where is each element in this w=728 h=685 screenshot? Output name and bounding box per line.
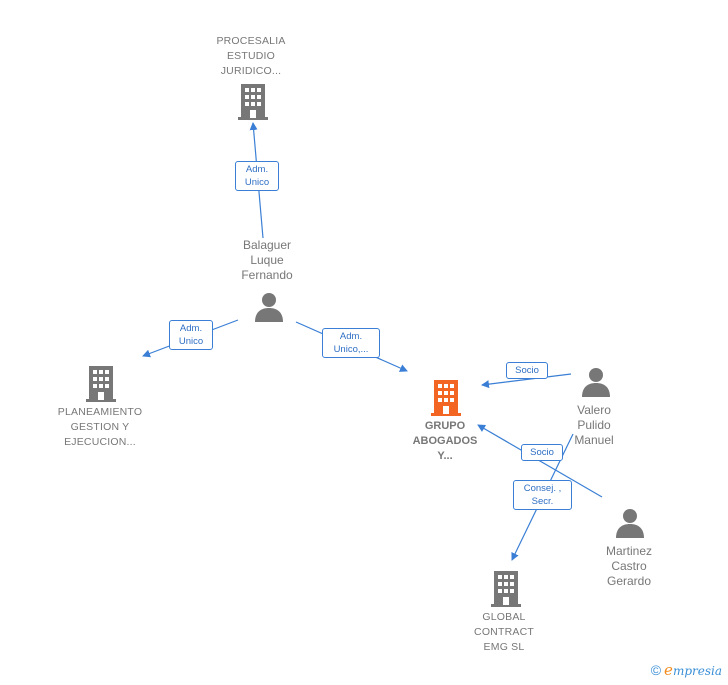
person-icon xyxy=(616,509,644,538)
relation-label-adm-unico[interactable]: Adm. Unico xyxy=(169,320,213,350)
person-node-balaguer[interactable] xyxy=(253,291,285,328)
copyright-symbol: © xyxy=(650,662,662,678)
company-node-planeamiento[interactable] xyxy=(84,364,118,407)
building-icon xyxy=(431,380,461,416)
company-label-procesalia[interactable]: PROCESALIA ESTUDIO JURIDICO... xyxy=(216,35,286,77)
building-icon xyxy=(86,366,116,402)
edge-valero-grupo xyxy=(481,373,572,389)
person-icon xyxy=(255,293,283,322)
building-icon xyxy=(238,84,268,120)
company-node-global-contract[interactable] xyxy=(489,569,523,612)
relation-label-adm-unico-more[interactable]: Adm. Unico,... xyxy=(322,328,380,358)
building-icon xyxy=(491,571,521,607)
company-label-global-contract[interactable]: GLOBAL CONTRACT EMG SL xyxy=(474,611,534,653)
person-icon xyxy=(582,368,610,397)
empresia-copyright[interactable]: © empresia xyxy=(651,661,722,679)
person-label-balaguer[interactable]: Balaguer Luque Fernando xyxy=(241,238,293,282)
relation-label-consej-secr[interactable]: Consej. , Secr. xyxy=(513,480,572,510)
person-label-valero[interactable]: Valero Pulido Manuel xyxy=(574,403,614,447)
relation-label-adm-unico[interactable]: Adm. Unico xyxy=(235,161,279,191)
person-node-martinez[interactable] xyxy=(614,507,646,544)
relation-label-socio[interactable]: Socio xyxy=(506,362,548,379)
person-node-valero[interactable] xyxy=(580,366,612,403)
person-label-martinez[interactable]: Martinez Castro Gerardo xyxy=(605,544,652,588)
company-label-planeamiento[interactable]: PLANEAMIENTO GESTION Y EJECUCION... xyxy=(57,406,143,448)
company-node-procesalia[interactable] xyxy=(236,82,270,125)
relation-label-socio[interactable]: Socio xyxy=(521,444,563,461)
company-label-grupo-abogados[interactable]: GRUPO ABOGADOS Y... xyxy=(412,420,478,462)
empresia-logo: empresia xyxy=(664,661,722,679)
company-node-grupo-abogados[interactable] xyxy=(429,378,463,421)
edge-martinez-grupo xyxy=(477,424,603,498)
